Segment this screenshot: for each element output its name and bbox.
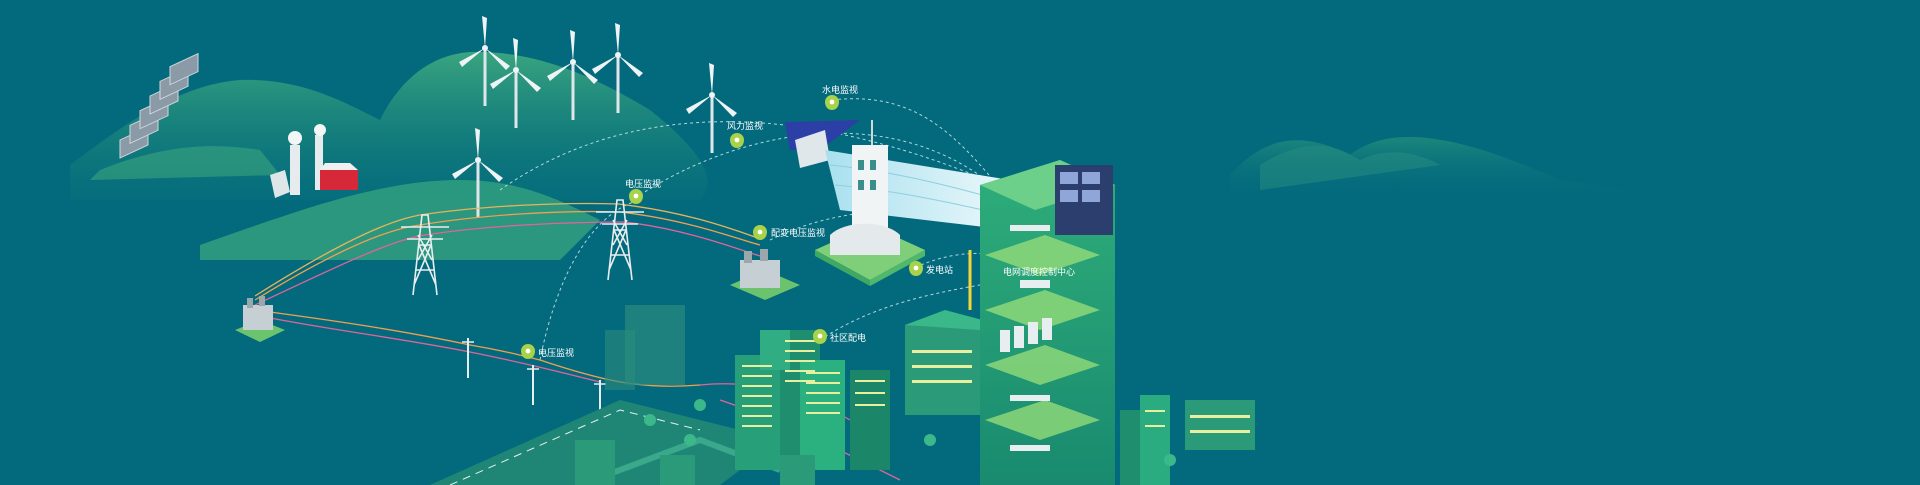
solar-panel-icon <box>119 52 199 159</box>
label-community-distribution: 社区配电 <box>813 329 866 344</box>
power-plant-icon <box>815 120 925 286</box>
dam-icon <box>785 120 1010 230</box>
city-district <box>430 305 1255 485</box>
label-voltage-monitor-bottom: 电压监视 <box>521 344 574 359</box>
label-grid-dispatch-center: 电网调度控制中心 <box>1003 266 1075 278</box>
substation-left <box>235 296 285 342</box>
map-pin-icon <box>521 344 535 359</box>
map-pin-icon <box>730 133 744 148</box>
svg-text:电压监视: 电压监视 <box>625 178 661 190</box>
map-pin-icon <box>629 189 643 204</box>
svg-text:配变电压监视: 配变电压监视 <box>771 227 825 239</box>
background-hills-right <box>1230 136 1700 200</box>
svg-text:电压监视: 电压监视 <box>538 347 574 359</box>
map-pin-icon <box>825 95 839 110</box>
substation-right <box>730 249 800 300</box>
svg-text:社区配电: 社区配电 <box>830 332 866 344</box>
svg-text:风力监视: 风力监视 <box>727 120 763 132</box>
label-wind-monitor: 风力监视 <box>727 120 763 148</box>
power-lines <box>254 202 901 481</box>
svg-text:发电站: 发电站 <box>926 264 953 276</box>
label-power-plant: 发电站 <box>909 261 953 276</box>
map-pin-icon <box>813 329 827 344</box>
svg-text:电网调度控制中心: 电网调度控制中心 <box>1003 266 1075 278</box>
map-pin-icon <box>909 261 923 276</box>
label-voltage-monitor-top: 电压监视 <box>625 178 661 204</box>
label-distribution-voltage-monitor: 配变电压监视 <box>753 225 825 240</box>
svg-text:水电监视: 水电监视 <box>822 84 858 96</box>
map-pin-icon <box>753 225 767 240</box>
control-tower-icon <box>968 160 1115 485</box>
factory-icon <box>270 124 358 198</box>
label-hydro-monitor: 水电监视 <box>822 84 858 110</box>
